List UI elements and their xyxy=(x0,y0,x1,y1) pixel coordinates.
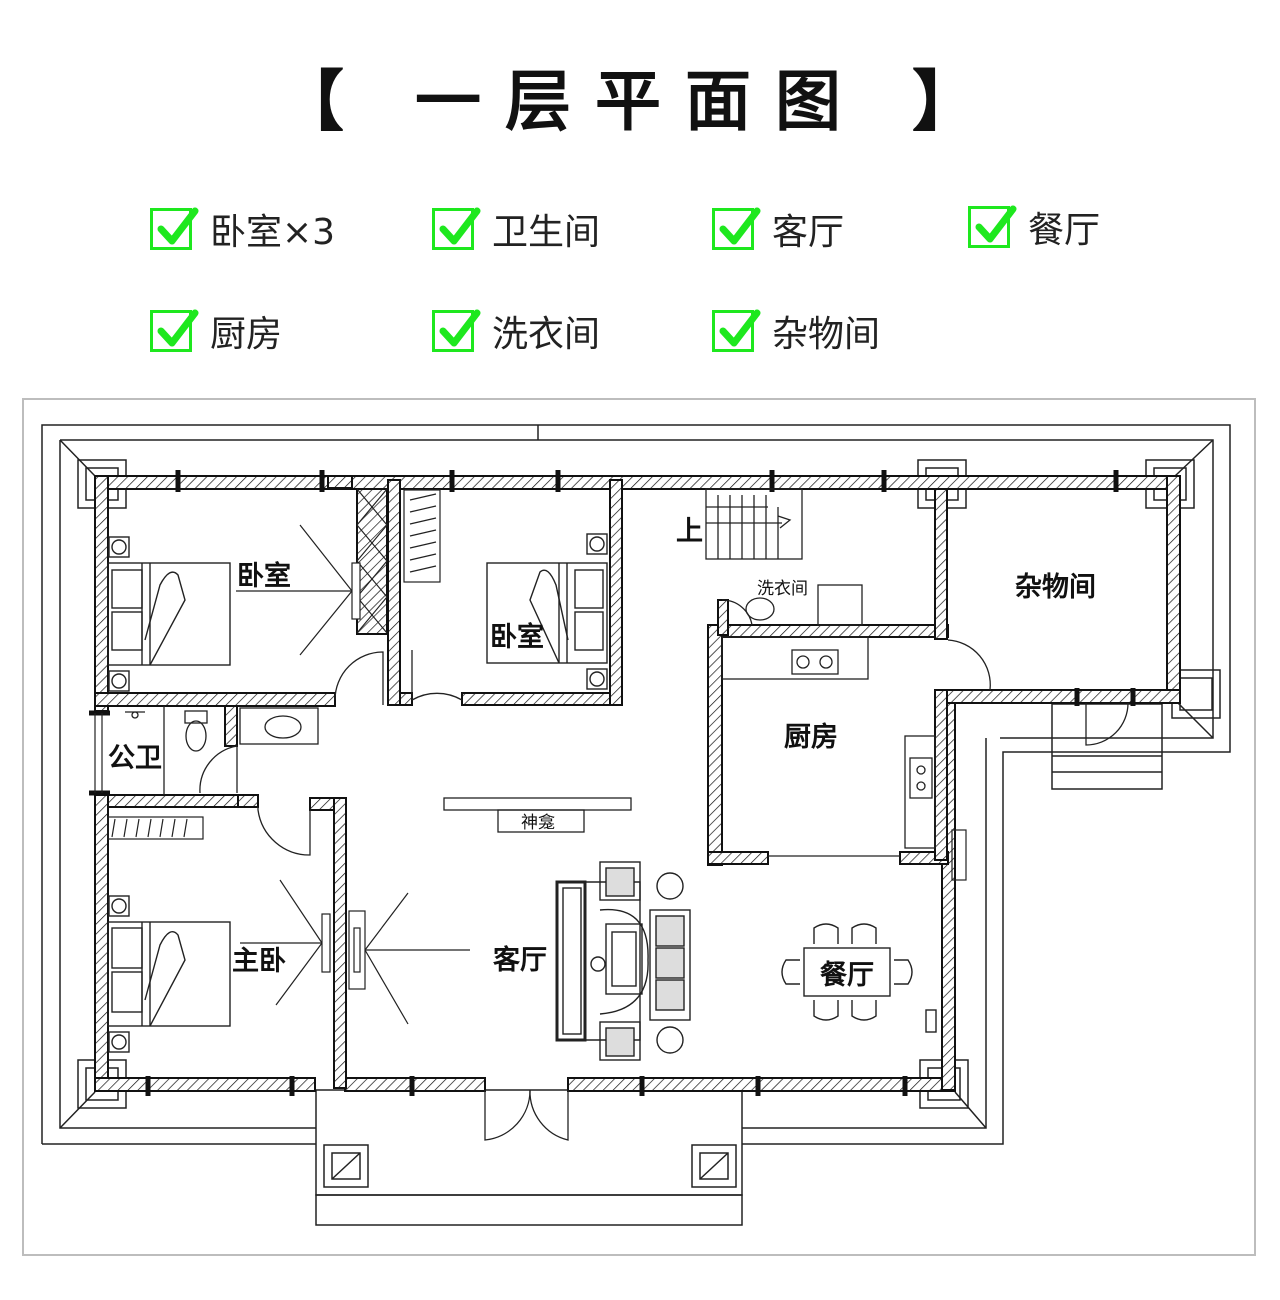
checkbox-icon xyxy=(150,207,199,250)
bath-fixtures xyxy=(125,706,319,795)
feature-item-storage: 杂物间 xyxy=(712,306,880,356)
shrine xyxy=(443,797,632,833)
sofa-set xyxy=(555,861,691,1061)
bed-bedroom-2 xyxy=(486,533,608,690)
feature-item-kitchen: 厨房 xyxy=(150,306,282,356)
label-bedroom-2: 卧室 xyxy=(490,621,544,653)
feature-label: 客厅 xyxy=(772,212,845,253)
checkbox-icon xyxy=(432,207,481,250)
feature-label: 餐厅 xyxy=(1028,210,1101,251)
page-title: 【 一层平面图 】 xyxy=(278,63,1002,140)
checkbox-icon xyxy=(968,205,1017,248)
feature-label: 卧室×3 xyxy=(210,212,336,253)
feature-label: 厨房 xyxy=(210,314,283,355)
entry-porch xyxy=(315,1089,743,1226)
walls xyxy=(94,475,1181,1092)
label-storage: 杂物间 xyxy=(1015,572,1096,603)
window-marks xyxy=(89,470,1136,1096)
checkbox-icon xyxy=(712,309,761,352)
bed-master xyxy=(107,895,231,1053)
checkbox-icon xyxy=(150,309,199,352)
staircase xyxy=(705,488,803,560)
label-bedroom-1: 卧室 xyxy=(237,560,291,592)
windows-glazing xyxy=(94,713,967,881)
label-living-room: 客厅 xyxy=(493,944,547,976)
kitchen-fixtures xyxy=(721,636,936,857)
feature-item-laundry: 洗衣间 xyxy=(432,306,600,356)
label-master-bedroom: 主卧 xyxy=(232,946,286,977)
doors xyxy=(199,599,1129,1141)
label-laundry: 洗衣间 xyxy=(757,579,808,599)
bed-bedroom-1 xyxy=(107,536,231,692)
label-dining: 餐厅 xyxy=(820,960,874,991)
roof-outline xyxy=(41,424,1231,1145)
tv-sets xyxy=(236,524,470,1025)
feature-item-dining: 餐厅 xyxy=(968,202,1100,252)
laundry-fixtures xyxy=(745,584,863,626)
feature-item-bathroom: 卫生间 xyxy=(432,204,600,254)
dining-set xyxy=(781,923,937,1033)
label-stair-up: 上 xyxy=(676,516,703,547)
label-kitchen: 厨房 xyxy=(784,722,838,753)
floor-plan-frame xyxy=(22,398,1256,1256)
checkbox-icon xyxy=(712,207,761,250)
side-steps xyxy=(1051,703,1163,790)
feature-item-bedrooms: 卧室×3 xyxy=(150,204,335,254)
wardrobe xyxy=(107,488,441,840)
feature-item-living-room: 客厅 xyxy=(712,204,844,254)
feature-label: 杂物间 xyxy=(772,314,881,355)
corner-columns xyxy=(77,459,1221,1109)
label-shrine: 神龛 xyxy=(521,813,555,833)
label-public-bath: 公卫 xyxy=(108,743,162,774)
feature-label: 卫生间 xyxy=(492,212,601,253)
checkbox-icon xyxy=(432,309,481,352)
feature-label: 洗衣间 xyxy=(492,314,601,355)
